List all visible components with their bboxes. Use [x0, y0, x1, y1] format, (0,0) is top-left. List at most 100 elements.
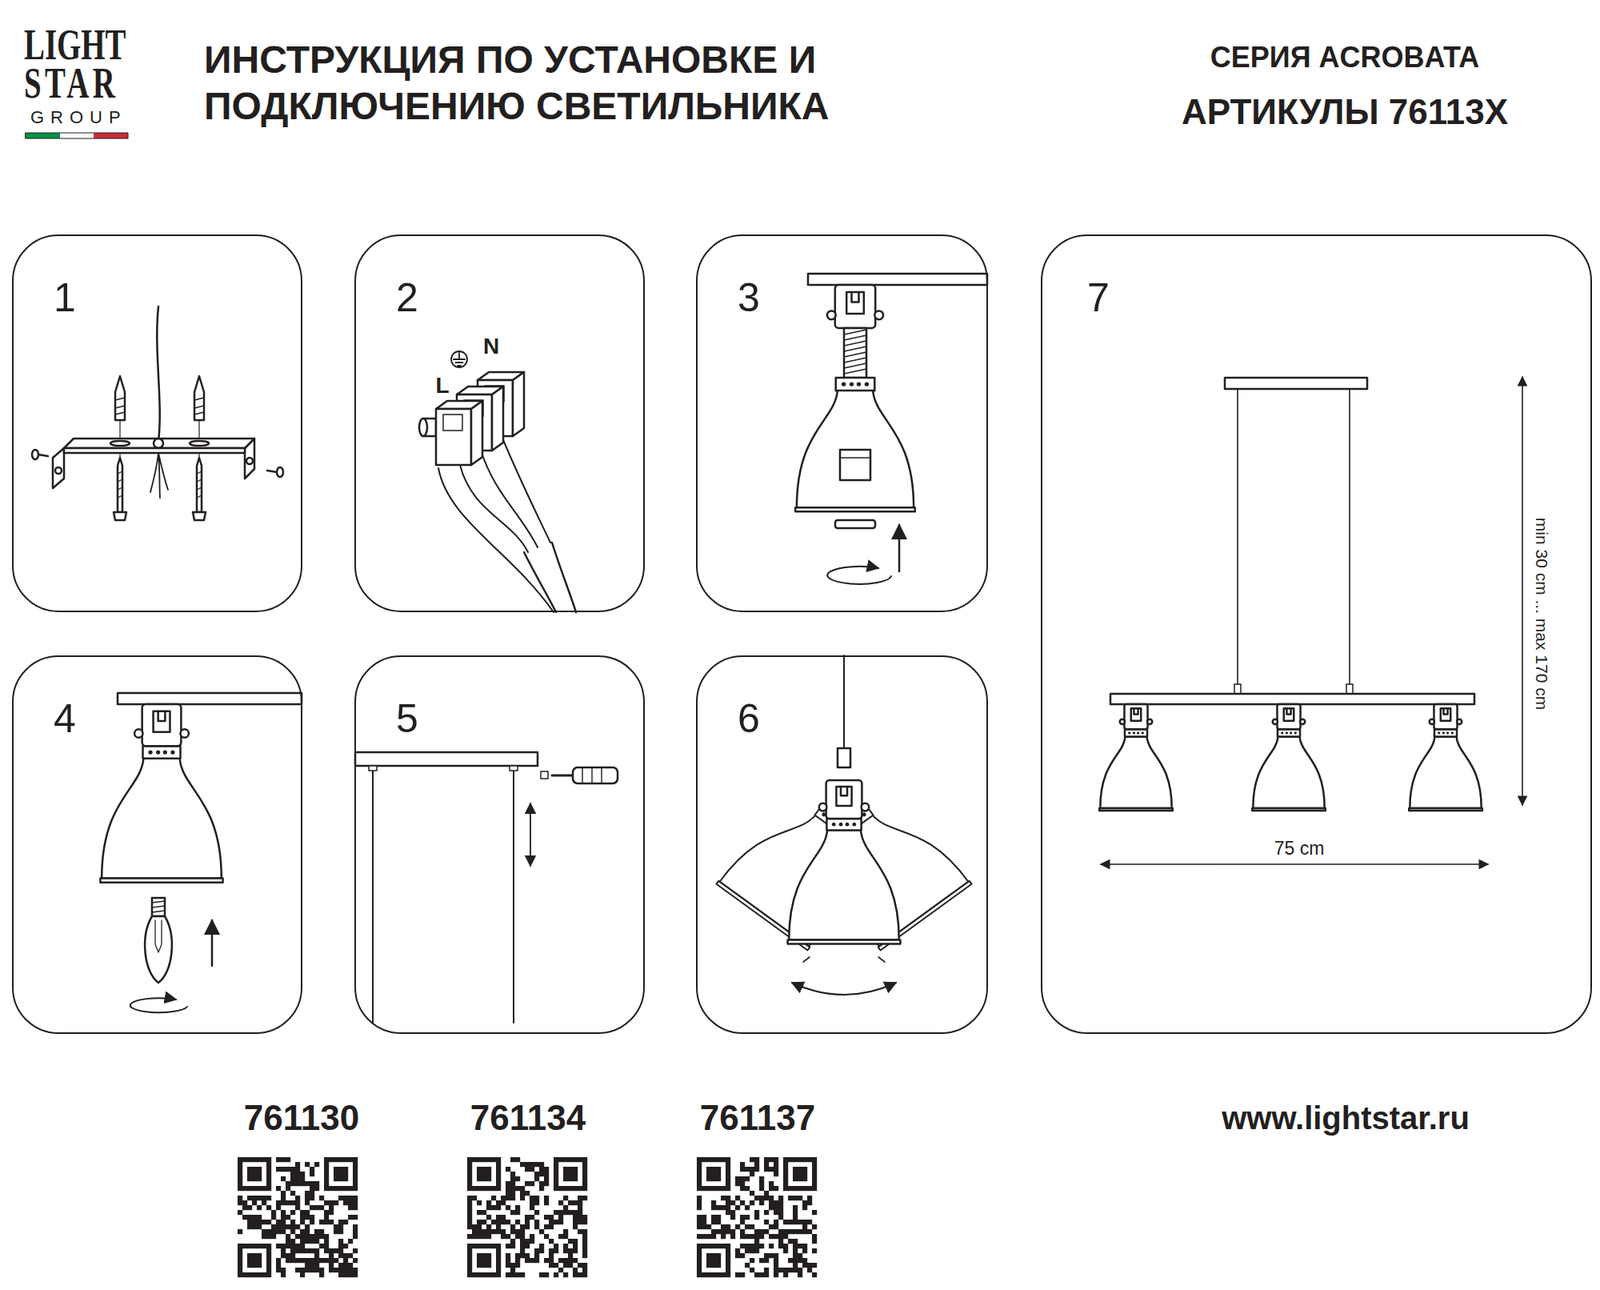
qr-module [563, 1228, 568, 1234]
qr-module [252, 1185, 257, 1191]
qr-module [271, 1214, 276, 1220]
qr-module [304, 1180, 310, 1186]
qr-module [276, 1224, 281, 1229]
qr-module [491, 1185, 496, 1191]
qr-module [510, 1195, 516, 1200]
qr-module [481, 1257, 487, 1263]
qr-module [553, 1185, 559, 1191]
qr-module [563, 1209, 568, 1215]
qr-module [300, 1180, 305, 1186]
qr-module [524, 1252, 530, 1258]
qr-module [476, 1171, 482, 1176]
qr-module [553, 1161, 559, 1167]
qr-module [802, 1224, 808, 1229]
qr-module [812, 1238, 817, 1244]
qr-module [515, 1219, 520, 1224]
qr-module [696, 1204, 702, 1210]
qr-module [773, 1204, 779, 1210]
mounting-bracket-part [120, 420, 200, 439]
qr-module [730, 1209, 736, 1215]
qr-module [314, 1257, 320, 1263]
qr-module [237, 1267, 243, 1272]
qr-module [505, 1180, 511, 1186]
qr-module [735, 1204, 740, 1210]
qr-module [773, 1262, 779, 1268]
qr-module [467, 1219, 472, 1224]
qr-module [802, 1219, 808, 1224]
qr-module [352, 1176, 358, 1181]
qr-module [572, 1219, 578, 1224]
qr-module [759, 1257, 764, 1263]
step-number: 5 [396, 698, 419, 739]
qr-module [280, 1252, 286, 1258]
height-adjustment-part [540, 771, 548, 779]
mounting-bracket-part [196, 471, 202, 498]
qr-module [290, 1176, 296, 1181]
qr-module [285, 1243, 291, 1248]
qr-module [266, 1252, 272, 1258]
qr-module [505, 1233, 511, 1239]
qr-module [778, 1243, 784, 1248]
height-adjustment-part [509, 765, 518, 771]
qr-module [496, 1204, 501, 1210]
qr-module [280, 1176, 286, 1181]
qr-module [515, 1257, 520, 1263]
qr-module [467, 1214, 472, 1220]
qr-module [572, 1238, 578, 1244]
qr-module [256, 1195, 262, 1200]
qr-module [338, 1176, 344, 1181]
qr-module [486, 1233, 492, 1239]
step-number: 1 [53, 277, 76, 318]
qr-module [711, 1176, 716, 1181]
qr-module [467, 1176, 472, 1181]
qr-module [764, 1272, 769, 1277]
qr-module [338, 1262, 344, 1268]
qr-module [539, 1180, 544, 1186]
qr-module [276, 1243, 281, 1248]
qr-module [280, 1156, 286, 1162]
qr-module [352, 1156, 358, 1162]
qr-module [773, 1233, 779, 1239]
qr-module [711, 1257, 716, 1263]
qr-module [486, 1156, 492, 1162]
qr-module [696, 1252, 702, 1258]
qr-module [300, 1243, 305, 1248]
qr-module [783, 1176, 788, 1181]
qr-module [481, 1209, 487, 1215]
height-adjustment-part [372, 765, 514, 1023]
qr-module [481, 1243, 487, 1248]
qr-module [467, 1200, 472, 1205]
qr-module [328, 1248, 334, 1253]
qr-module [711, 1200, 716, 1205]
step-panel: 4 [12, 655, 303, 1034]
qr-module [553, 1176, 559, 1181]
qr-module [773, 1161, 779, 1167]
qr-module [476, 1224, 482, 1229]
qr-module [304, 1257, 310, 1263]
qr-module [481, 1262, 487, 1268]
qr-module [539, 1166, 544, 1172]
qr-module [568, 1257, 573, 1263]
qr-module [510, 1209, 516, 1215]
qr-module [534, 1176, 540, 1181]
qr-module [266, 1185, 272, 1191]
qr-module [481, 1156, 487, 1162]
qr-module [515, 1272, 520, 1277]
qr-module [496, 1166, 501, 1172]
qr-module [711, 1243, 716, 1248]
qr-module [247, 1257, 252, 1263]
qr-module [759, 1200, 764, 1205]
qr-module [544, 1224, 549, 1229]
qr-module [744, 1214, 750, 1220]
qr-module [764, 1166, 769, 1172]
qr-module [802, 1185, 808, 1191]
mounting-bracket-part [64, 438, 255, 448]
qr-module [467, 1204, 472, 1210]
qr-module [792, 1176, 798, 1181]
dimension-label: 75 cm [1274, 839, 1325, 858]
qr-module [725, 1180, 731, 1186]
qr-module [515, 1176, 520, 1181]
qr-module [740, 1200, 745, 1205]
qr-module [711, 1171, 716, 1176]
qr-module [285, 1233, 291, 1239]
